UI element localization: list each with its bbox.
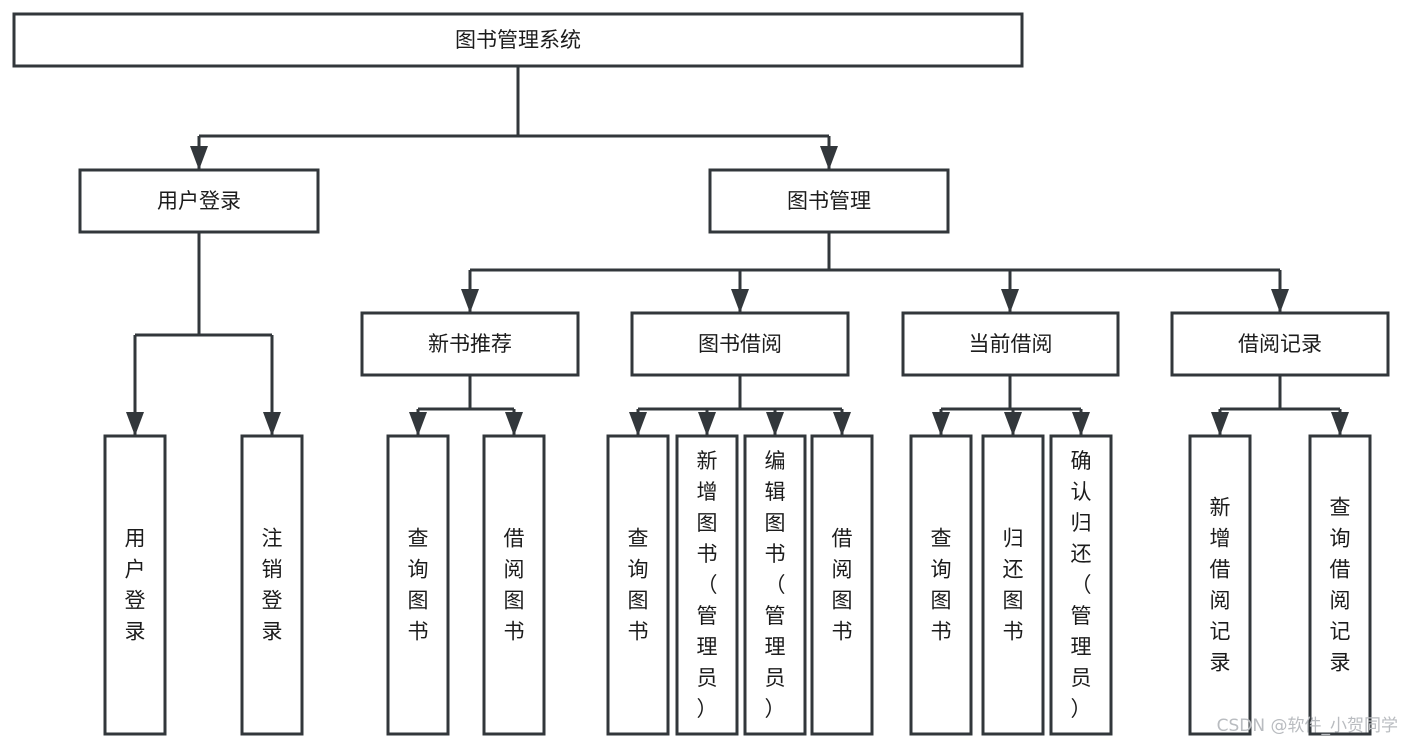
arrow-head-icon — [1072, 412, 1090, 436]
node-label: 新增借阅记录 — [1210, 496, 1231, 675]
node-leaf-query-record[interactable]: 查询借阅记录 — [1308, 434, 1372, 736]
connector-group-user-login-bus — [126, 232, 281, 436]
arrow-head-icon — [1271, 289, 1289, 313]
arrow-head-icon — [820, 146, 838, 170]
node-layer: 图书管理系统用户登录图书管理新书推荐图书借阅当前借阅借阅记录用户登录注销登录查询… — [12, 12, 1390, 736]
node-label: 查询图书 — [408, 527, 429, 644]
node-leaf-query-book-2[interactable]: 查询图书 — [606, 434, 670, 736]
csdn-watermark: CSDN @软件_小贺同学 — [1217, 716, 1398, 736]
node-label: 借阅记录 — [1238, 332, 1322, 356]
node-leaf-confirm-return[interactable]: 确认归还（管理员） — [1049, 434, 1113, 736]
arrow-head-icon — [1331, 412, 1349, 436]
node-user-login[interactable]: 用户登录 — [78, 168, 320, 234]
connector-layer — [126, 66, 1349, 436]
arrow-head-icon — [126, 412, 144, 436]
node-box[interactable] — [482, 434, 546, 736]
node-current-borrow[interactable]: 当前借阅 — [901, 311, 1120, 377]
connector-group-book-manage-bus — [461, 232, 1289, 313]
arrow-head-icon — [505, 412, 523, 436]
node-leaf-return-book[interactable]: 归还图书 — [981, 434, 1045, 736]
connector-group-book-borrow-bus — [629, 375, 851, 436]
node-leaf-borrow-book-1[interactable]: 借阅图书 — [482, 434, 546, 736]
node-leaf-user-logout[interactable]: 注销登录 — [240, 434, 304, 736]
node-label: 新增图书（管理员） — [697, 449, 718, 721]
node-box[interactable] — [1049, 434, 1113, 736]
node-box[interactable] — [1188, 434, 1252, 736]
connector-group-root-bus — [190, 66, 838, 170]
node-leaf-user-login[interactable]: 用户登录 — [103, 434, 167, 736]
node-leaf-add-record[interactable]: 新增借阅记录 — [1188, 434, 1252, 736]
arrow-head-icon — [1004, 412, 1022, 436]
node-label: 查询图书 — [931, 527, 952, 644]
node-box[interactable] — [630, 311, 850, 377]
node-box[interactable] — [810, 434, 874, 736]
node-label: 确认归还（管理员） — [1071, 449, 1092, 721]
node-box[interactable] — [901, 311, 1120, 377]
node-label: 用户登录 — [125, 527, 146, 644]
node-label: 图书管理 — [787, 189, 871, 213]
arrow-head-icon — [409, 412, 427, 436]
node-leaf-borrow-book-2[interactable]: 借阅图书 — [810, 434, 874, 736]
node-box[interactable] — [240, 434, 304, 736]
node-leaf-query-book-1[interactable]: 查询图书 — [386, 434, 450, 736]
arrow-head-icon — [1211, 412, 1229, 436]
node-book-manage[interactable]: 图书管理 — [708, 168, 950, 234]
node-label: 归还图书 — [1003, 527, 1024, 644]
arrow-head-icon — [190, 146, 208, 170]
arrow-head-icon — [766, 412, 784, 436]
node-box[interactable] — [78, 168, 320, 234]
connector-group-borrow-record-bus — [1211, 375, 1349, 436]
node-label: 当前借阅 — [969, 332, 1053, 356]
connector-group-current-borrow-bus — [932, 375, 1090, 436]
connector-group-new-book-bus — [409, 375, 523, 436]
node-label: 编辑图书（管理员） — [765, 449, 786, 721]
node-box[interactable] — [1308, 434, 1372, 736]
node-label: 用户登录 — [157, 189, 241, 213]
node-label: 注销登录 — [262, 527, 283, 644]
arrow-head-icon — [932, 412, 950, 436]
arrow-head-icon — [461, 289, 479, 313]
node-box[interactable] — [1170, 311, 1390, 377]
arrow-head-icon — [731, 289, 749, 313]
node-box[interactable] — [708, 168, 950, 234]
node-box[interactable] — [675, 434, 739, 736]
arrow-head-icon — [1001, 289, 1019, 313]
node-label: 查询图书 — [628, 527, 649, 644]
node-label: 查询借阅记录 — [1330, 496, 1351, 675]
node-box[interactable] — [360, 311, 580, 377]
arrow-head-icon — [629, 412, 647, 436]
node-box[interactable] — [103, 434, 167, 736]
node-leaf-query-book-3[interactable]: 查询图书 — [909, 434, 973, 736]
node-label: 图书借阅 — [698, 332, 782, 356]
node-new-book-recommend[interactable]: 新书推荐 — [360, 311, 580, 377]
node-label: 图书管理系统 — [455, 28, 581, 52]
node-box[interactable] — [12, 12, 1024, 68]
node-leaf-edit-book[interactable]: 编辑图书（管理员） — [743, 434, 807, 736]
node-label: 新书推荐 — [428, 332, 512, 356]
node-borrow-record[interactable]: 借阅记录 — [1170, 311, 1390, 377]
node-box[interactable] — [981, 434, 1045, 736]
node-box[interactable] — [386, 434, 450, 736]
arrow-head-icon — [833, 412, 851, 436]
arrow-head-icon — [698, 412, 716, 436]
node-box[interactable] — [743, 434, 807, 736]
node-label: 借阅图书 — [504, 527, 525, 644]
node-leaf-add-book[interactable]: 新增图书（管理员） — [675, 434, 739, 736]
node-root[interactable]: 图书管理系统 — [12, 12, 1024, 68]
node-box[interactable] — [606, 434, 670, 736]
node-book-borrow[interactable]: 图书借阅 — [630, 311, 850, 377]
node-box[interactable] — [909, 434, 973, 736]
node-label: 借阅图书 — [832, 527, 853, 644]
arrow-head-icon — [263, 412, 281, 436]
